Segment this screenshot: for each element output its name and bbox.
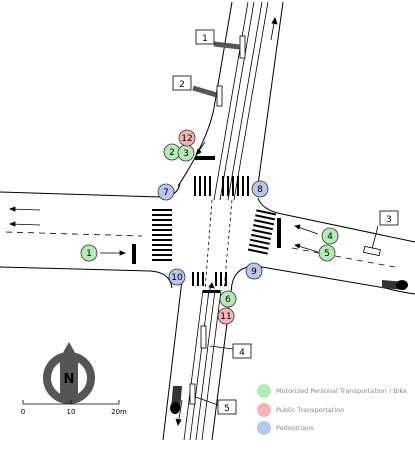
stop-line-east — [277, 218, 281, 248]
west-arm-top-edge — [0, 182, 181, 198]
svg-text:12: 12 — [181, 134, 192, 144]
crosswalk-west — [152, 209, 172, 261]
tram-stop-marker-south — [200, 325, 207, 349]
trams — [170, 35, 408, 414]
stop-line-north — [195, 156, 215, 160]
tram-vehicle-east-head — [396, 280, 408, 290]
detector-boxes: 1 2 3 4 5 — [172, 29, 399, 415]
detector-markers — [189, 41, 381, 406]
signal-circles: 1 2 3 4 5 6 12 11 — [80, 129, 339, 325]
crosswalk-north — [194, 176, 249, 196]
stop-lines — [132, 156, 281, 293]
detector-box-5: 5 — [217, 399, 237, 415]
svg-text:0: 0 — [21, 408, 25, 416]
tram-stop-marker-north — [239, 35, 246, 59]
signal-pedestrian-7: 7 — [157, 183, 175, 201]
signal-motorized-5: 5 — [318, 244, 336, 262]
svg-text:1: 1 — [202, 34, 208, 44]
signal-pedestrian-10: 10 — [168, 268, 186, 286]
svg-text:10: 10 — [171, 273, 183, 283]
legend-item-motorized: Motorized Personal Transportation / Bike — [257, 384, 407, 398]
scale-bar: 0 10 20m — [21, 400, 127, 416]
svg-text:5: 5 — [324, 249, 330, 259]
crosswalk-south — [192, 272, 227, 286]
detector-box-1: 1 — [195, 29, 215, 45]
east-arm-bottom-edge — [231, 265, 415, 295]
svg-text:20m: 20m — [111, 408, 127, 416]
svg-text:Public Transportation: Public Transportation — [276, 406, 344, 414]
east-arm-top-edge — [257, 197, 415, 243]
signal-public-transport-11: 11 — [217, 307, 235, 325]
signal-motorized-4: 4 — [321, 227, 339, 245]
svg-text:8: 8 — [257, 185, 263, 195]
detector-box-2: 2 — [172, 75, 192, 91]
signal-motorized-1: 1 — [80, 244, 98, 262]
signal-public-transport-12: 12 — [178, 129, 196, 147]
svg-text:1: 1 — [86, 249, 92, 259]
signal-motorized-2: 2 — [163, 143, 181, 161]
west-arm-bottom-edge — [0, 266, 173, 289]
svg-text:Motorized Personal Transportat: Motorized Personal Transportation / Bike — [276, 387, 407, 395]
signal-motorized-6: 6 — [219, 290, 237, 308]
svg-text:2: 2 — [179, 80, 185, 90]
crosswalk-east — [247, 209, 277, 255]
svg-text:7: 7 — [163, 188, 169, 198]
svg-text:3: 3 — [386, 215, 392, 225]
svg-text:9: 9 — [251, 267, 257, 277]
svg-text:N: N — [64, 372, 75, 387]
legend: Motorized Personal Transportation / Bike… — [257, 384, 407, 435]
compass-needle-icon — [60, 342, 78, 402]
lane-markings — [5, 231, 401, 269]
legend-item-pedestrians: Pedestrians — [257, 421, 314, 435]
crosswalks — [152, 176, 277, 286]
svg-text:6: 6 — [225, 295, 231, 305]
stop-line-west — [132, 244, 136, 264]
svg-text:4: 4 — [239, 348, 245, 358]
detector-box-4: 4 — [232, 343, 252, 359]
svg-text:Pedestrians: Pedestrians — [276, 424, 314, 432]
signal-pedestrian-9: 9 — [245, 262, 263, 280]
north-arm-right-edge — [256, 1, 284, 193]
tram-vehicle-south-head — [170, 402, 180, 414]
svg-text:3: 3 — [183, 149, 189, 159]
signal-motorized-3: 3 — [177, 144, 195, 162]
svg-text:5: 5 — [224, 404, 230, 414]
svg-text:2: 2 — [169, 148, 175, 158]
south-arm-right-edge — [211, 283, 233, 441]
svg-text:11: 11 — [220, 312, 231, 322]
south-arm-left-edge — [162, 279, 183, 441]
stop-line-south — [203, 290, 220, 293]
svg-text:10: 10 — [67, 408, 76, 416]
tram-tracks — [183, 1, 269, 441]
direction-arrows — [8, 17, 319, 426]
legend-item-public-transport: Public Transportation — [257, 403, 344, 417]
svg-text:4: 4 — [327, 232, 333, 242]
signal-pedestrian-8: 8 — [251, 180, 269, 198]
detector-box-3: 3 — [379, 210, 399, 226]
compass: N — [43, 342, 95, 404]
